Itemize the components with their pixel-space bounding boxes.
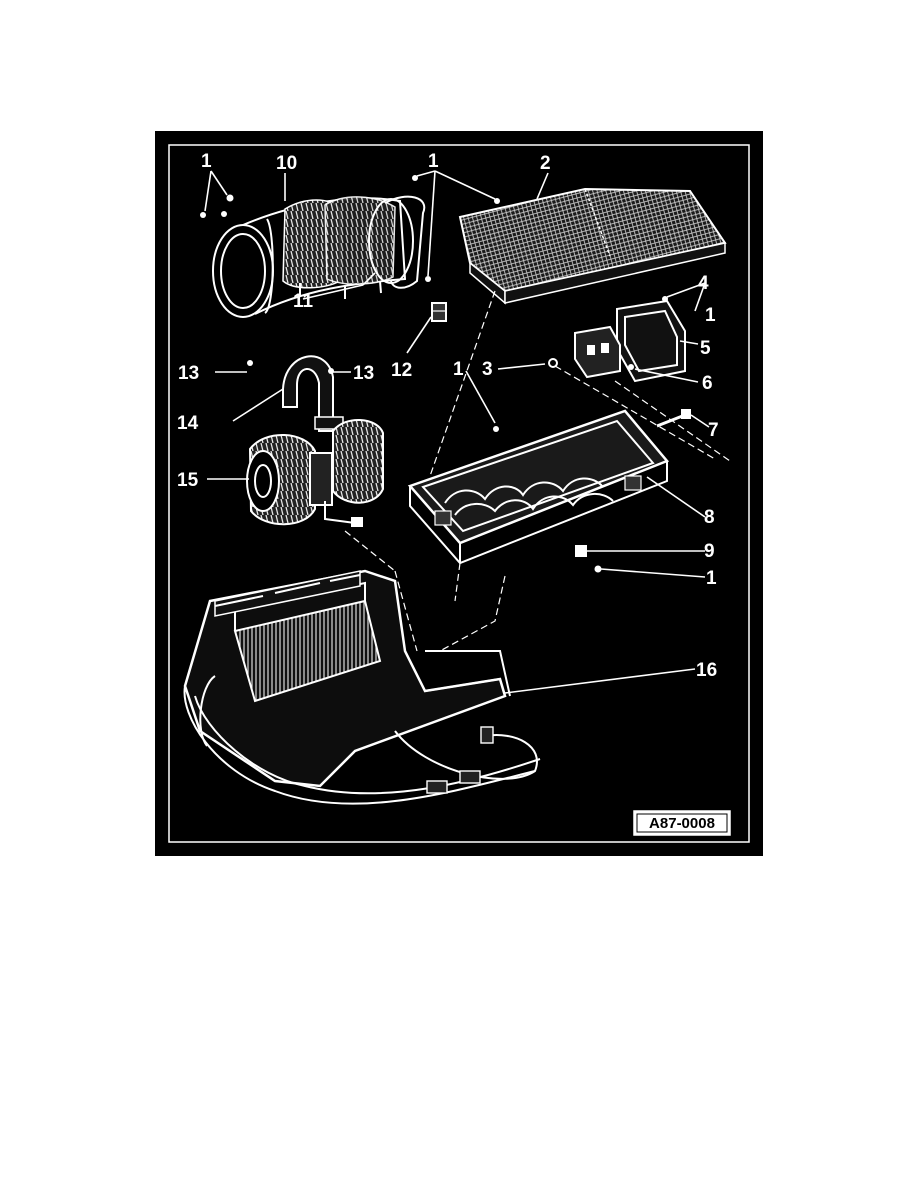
bracket-part-14 <box>247 355 344 432</box>
callout-2: 2 <box>540 153 551 174</box>
blower-housing-part <box>200 175 426 318</box>
clip-part-9 <box>575 545 602 573</box>
housing-cover-part-5 <box>616 296 686 383</box>
diagram-canvas: 1 10 1 2 4 1 5 6 3 1 7 8 9 1 11 12 13 13… <box>168 144 750 843</box>
callout-1: 1 <box>453 359 464 380</box>
callout-14: 14 <box>177 413 199 434</box>
switch-part-4 <box>548 325 634 379</box>
callout-labels: 1 10 1 2 4 1 5 6 3 1 7 8 9 1 11 12 13 13… <box>177 151 719 681</box>
callout-9: 9 <box>704 541 715 562</box>
connector-part-12 <box>425 276 447 322</box>
callout-1: 1 <box>705 305 716 326</box>
heater-core-part-8 <box>407 409 670 565</box>
callout-6: 6 <box>702 373 713 394</box>
unit-housing-part-16 <box>183 569 541 805</box>
callout-13: 13 <box>178 363 199 384</box>
callout-16: 16 <box>696 660 717 681</box>
callout-1: 1 <box>428 151 439 172</box>
figure-id-label: A87-0008 <box>649 815 715 832</box>
bolt-part-7 <box>656 409 691 428</box>
filter-element-part-2 <box>458 187 727 305</box>
callout-12: 12 <box>391 360 412 381</box>
callout-13: 13 <box>353 363 374 384</box>
callout-10: 10 <box>276 153 297 174</box>
callout-1: 1 <box>201 151 212 172</box>
callout-7: 7 <box>708 420 719 441</box>
callout-1: 1 <box>706 568 717 589</box>
exploded-view-diagram: 1 10 1 2 4 1 5 6 3 1 7 8 9 1 11 12 13 13… <box>155 131 763 856</box>
callout-11: 11 <box>293 291 314 312</box>
assembly-dashed-lines <box>344 290 731 652</box>
callout-8: 8 <box>704 507 715 528</box>
callout-5: 5 <box>700 338 711 359</box>
figure-id-box: A87-0008 <box>633 810 731 836</box>
figure-frame <box>168 144 750 843</box>
blower-motor-part-15 <box>246 418 384 527</box>
callout-leaders <box>204 170 710 694</box>
callout-15: 15 <box>177 470 199 491</box>
callout-3: 3 <box>482 359 493 380</box>
callout-4: 4 <box>698 273 709 294</box>
